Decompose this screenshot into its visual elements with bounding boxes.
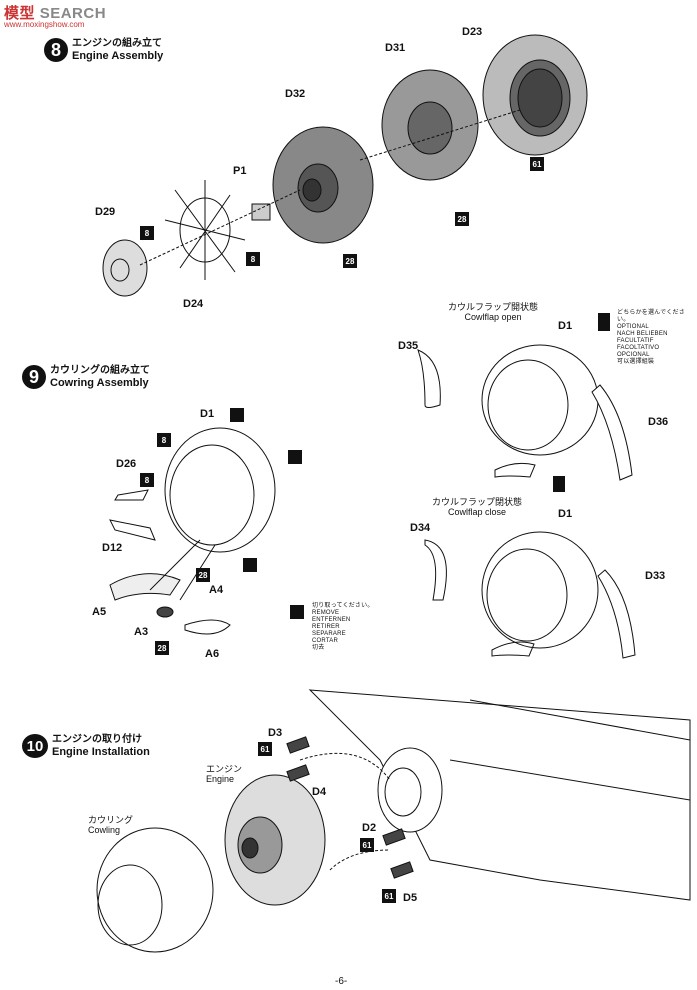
step-title-en: Engine Assembly: [72, 50, 164, 62]
remove-icon: [243, 558, 257, 572]
cowlflap-close-en: Cowlflap close: [447, 507, 507, 517]
d29-gear-drawing: [102, 239, 148, 297]
part-number-badge: 28: [343, 254, 357, 268]
part-number-badge: 28: [155, 641, 169, 655]
remove-line: CORTAR: [312, 638, 338, 644]
cowling-label-en: Cowling: [88, 825, 121, 835]
remove-legend: 切り取ってください。 REMOVE ENTFERNEN RETIRER SEPA…: [312, 603, 374, 652]
part-label: D1: [558, 320, 573, 332]
part-label: D12: [102, 542, 123, 554]
part-number-badge: 8: [246, 252, 260, 266]
part-label: D3: [268, 727, 283, 739]
step-number: 10: [22, 734, 48, 758]
part-label: A3: [134, 626, 149, 638]
cowl-open-drawing: [417, 344, 633, 481]
remove-line: ENTFERNEN: [312, 617, 351, 623]
part-label: D2: [362, 822, 377, 834]
part-label: D24: [183, 298, 204, 310]
remove-line: 切去: [312, 645, 325, 651]
cowl-close-drawing: [424, 531, 636, 659]
remove-line: RETIRER: [312, 624, 340, 630]
d32-cylinders-drawing: [272, 126, 374, 244]
remove-icon: [230, 408, 244, 422]
part-label: D34: [410, 522, 431, 534]
cowlflap-close-jp: カウルフラップ閉状態: [432, 497, 523, 507]
optional-line: FACOLTATIVO: [617, 345, 660, 351]
engine-label-jp: エンジン: [206, 764, 243, 774]
step-8-header: 8 エンジンの組み立て Engine Assembly: [44, 38, 163, 63]
part-label: D23: [462, 26, 483, 38]
watermark-cn: 模型: [4, 5, 36, 22]
step-title-en: Cowring Assembly: [50, 377, 149, 389]
part-number-badge: 8: [140, 473, 154, 487]
optional-line: NACH BELIEBEN: [617, 331, 668, 337]
d31-cylinders-drawing: [381, 69, 479, 181]
choice-arrows: [553, 313, 610, 492]
part-number-badge: 61: [360, 838, 374, 852]
part-label: D1: [558, 508, 573, 520]
remove-icon: [288, 450, 302, 464]
cowlflap-open-jp: カウルフラップ開状態: [448, 302, 539, 312]
step-number: 8: [44, 38, 68, 62]
watermark-url: www.moxingshow.com: [4, 20, 85, 29]
step-title-jp: カウリングの組み立て: [50, 365, 150, 376]
cowring-assembly-drawing: [109, 427, 276, 635]
part-label: D32: [285, 88, 306, 100]
engine-label: エンジン Engine: [206, 764, 242, 784]
remove-icon: [290, 605, 304, 619]
cowling-label: カウリング Cowling: [88, 815, 133, 835]
optional-legend: どちらかを選んでください。 OPTIONAL NACH BELIEBEN FAC…: [617, 310, 697, 366]
part-number-badge: 61: [382, 889, 396, 903]
part-label: P1: [233, 165, 247, 177]
p1-part-drawing: [251, 203, 271, 221]
part-label: D5: [403, 892, 418, 904]
optional-line: 可以選擇組裝: [617, 359, 655, 365]
part-label: D1: [200, 408, 215, 420]
optional-line: FACULTATIF: [617, 338, 654, 344]
remove-line: 切り取ってください。: [312, 603, 374, 609]
optional-line: OPTIONAL: [617, 324, 649, 330]
engine-drawing: [224, 774, 326, 906]
cowlflap-open-en: Cowlflap open: [464, 312, 522, 322]
step-title-jp: エンジンの組み立て: [72, 38, 162, 49]
engine-installation-drawing: [96, 689, 691, 953]
page-number: -6-: [335, 976, 348, 987]
part-number-badge: 28: [196, 568, 210, 582]
optional-line: どちらかを選んでください。: [617, 310, 685, 323]
cowling-drawing: [96, 827, 214, 953]
engine-label-en: Engine: [206, 774, 235, 784]
optional-line: OPCIONAL: [617, 352, 650, 358]
d23-ring-drawing: [482, 34, 588, 156]
part-label: A6: [205, 648, 220, 660]
part-label: D35: [398, 340, 419, 352]
step-title-en: Engine Installation: [52, 746, 150, 758]
part-label: D29: [95, 206, 116, 218]
part-number-badge: 61: [530, 157, 544, 171]
part-number-badge: 8: [157, 433, 171, 447]
part-label: D33: [645, 570, 666, 582]
part-label: D36: [648, 416, 669, 428]
part-label: D4: [312, 786, 327, 798]
step-title-jp: エンジンの取り付け: [52, 734, 142, 745]
part-number-badge: 28: [455, 212, 469, 226]
d24-pushrods-drawing: [164, 180, 246, 280]
watermark: 模型 SEARCH: [4, 2, 106, 23]
step-number: 9: [22, 365, 46, 389]
watermark-en: SEARCH: [39, 5, 107, 22]
part-label: A4: [209, 584, 224, 596]
part-label: D31: [385, 42, 406, 54]
cowling-label-jp: カウリング: [88, 815, 134, 825]
remove-line: SEPARARE: [312, 631, 346, 637]
cowlflap-open-caption: カウルフラップ開状態 Cowlflap open: [448, 302, 538, 322]
part-number-badge: 8: [140, 226, 154, 240]
cowlflap-close-caption: カウルフラップ閉状態 Cowlflap close: [432, 497, 522, 517]
part-number-badge: 61: [258, 742, 272, 756]
step-9-header: 9 カウリングの組み立て Cowring Assembly: [22, 365, 150, 390]
part-label: A5: [92, 606, 107, 618]
step-10-header: 10 エンジンの取り付け Engine Installation: [22, 734, 150, 759]
remove-line: REMOVE: [312, 610, 340, 616]
part-label: D26: [116, 458, 137, 470]
